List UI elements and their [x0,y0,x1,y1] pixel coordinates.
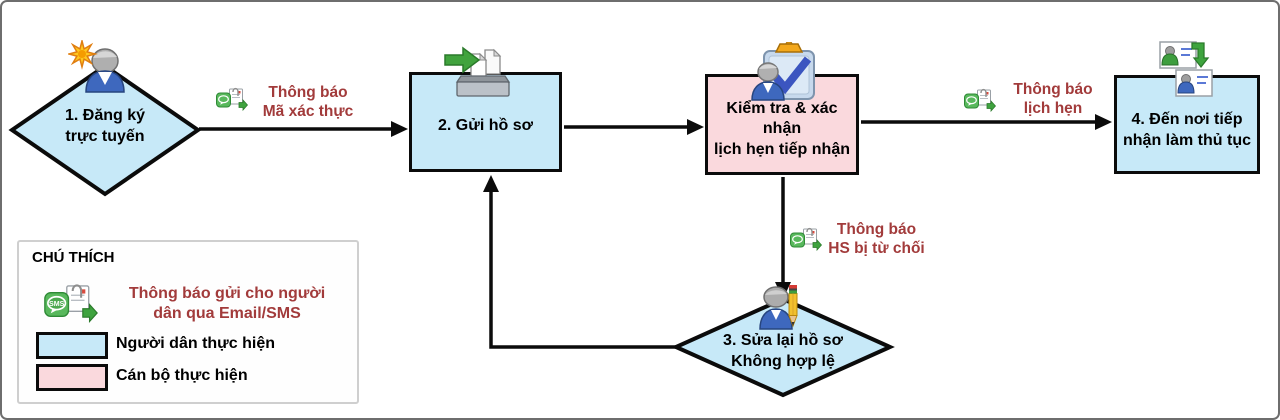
register-label: 1. Đăng ký trực tuyến [25,106,185,148]
verify-label-line1: Kiểm tra & xác nhận [726,99,838,138]
citizen-label: Người dân thực hiện [116,335,275,352]
register-diamond-shape [8,63,202,197]
arrowhead-register-to-submit [391,121,408,137]
auth-code-line1: Thông báo [268,84,348,101]
officer-swatch [36,364,108,391]
appointment-line2: lịch hẹn [1023,99,1083,117]
verify-label-line2: lịch hẹn tiếp nhận [713,140,850,158]
edit-pencil-icon [756,284,812,335]
arrowhead-verify-to-arrive [1095,114,1112,130]
legend-notification-line2: dân qua Email/SMS [153,305,301,322]
citizen-swatch [36,332,108,359]
revise-label-line2: Không hợp lệ [731,352,835,370]
legend-notification-line1: Thông báo gửi cho người [128,285,326,302]
officer-label: Cán bộ thực hiện [116,367,248,384]
auth-code-line2: Mã xác thực [262,102,354,120]
rejected-line1: Thông báo [836,221,917,238]
appointment-label: Thông báo lịch hẹn [994,81,1112,119]
node-arrive-procedure: 4. Đến nơi tiếp nhận làm thủ tục [1114,75,1260,174]
legend-notification-label: Thông báo gửi cho người dân qua Email/SM… [103,284,351,324]
clipboard-check-icon [744,41,822,111]
revise-label: 3. Sửa lại hồ sơ Không hợp lệ [693,331,873,373]
sms-email-icon-auth [216,86,249,116]
new-user-icon [66,38,126,99]
register-label-line1: 1. Đăng ký [64,107,146,124]
revise-label-line1: 3. Sửa lại hồ sơ [723,332,843,349]
arrive-label-line2: nhận làm thủ tục [1123,131,1251,149]
sms-email-icon-rejected [790,226,823,256]
connector-revise-to-submit [489,192,676,349]
appointment-line1: Thông báo [1013,81,1093,98]
sms-email-icon-legend: SMS [44,280,98,329]
id-cards-icon [1154,38,1220,107]
rejected-label: Thông báo HS bị từ chối [804,221,949,259]
arrive-label-line1: 4. Đến nơi tiếp [1131,111,1243,129]
auth-code-label: Thông báo Mã xác thực [246,84,370,122]
legend-title: CHÚ THÍCH [32,249,115,266]
sms-badge-text: SMS [49,300,65,308]
legend-box: CHÚ THÍCH SMS Thông báo gửi cho người dâ… [17,240,359,404]
arrowhead-revise-to-submit [483,175,499,192]
arrowhead-submit-to-verify [687,119,704,135]
rejected-line2: HS bị từ chối [828,239,925,257]
register-label-line2: trực tuyến [65,127,145,145]
revise-diamond-shape [671,296,895,398]
sms-email-icon-appointment [964,87,997,117]
submit-documents-icon [443,42,517,107]
submit-label: 2. Gửi hồ sơ [438,116,533,134]
